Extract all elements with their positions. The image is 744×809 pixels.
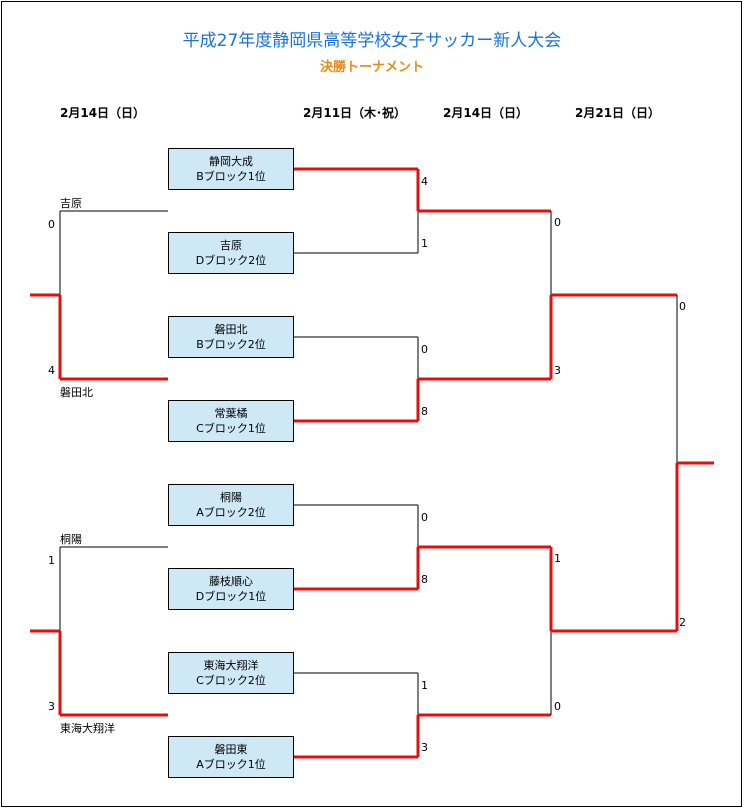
team-box: 常葉橘 Cブロック1位 <box>168 400 294 442</box>
team-seed: Bブロック1位 <box>196 170 266 183</box>
date-playoff: 2月14日（日） <box>60 106 146 120</box>
team-name: 磐田北 <box>214 323 248 336</box>
page-title: 平成27年度静岡県高等学校女子サッカー新人大会 <box>182 31 562 51</box>
score-label: 1 <box>554 552 561 565</box>
team-seed: Cブロック1位 <box>196 422 266 435</box>
page-subtitle: 決勝トーナメント <box>319 60 424 75</box>
team-box: 藤枝順心 Dブロック1位 <box>168 568 294 610</box>
score-label: 8 <box>421 573 428 586</box>
score-label: 4 <box>421 175 428 188</box>
team-box: 東海大翔洋 Cブロック2位 <box>168 652 294 694</box>
playoff-team-label: 東海大翔洋 <box>60 722 115 735</box>
score-label: 0 <box>421 343 428 356</box>
playoff-team-label: 吉原 <box>60 197 82 210</box>
team-box: 静岡大成 Bブロック1位 <box>168 148 294 190</box>
team-name: 藤枝順心 <box>209 575 253 588</box>
playoff-team-label: 桐陽 <box>60 533 82 546</box>
team-name: 常葉橘 <box>214 407 248 420</box>
score-label: 3 <box>48 700 55 713</box>
date-round1: 2月11日（木･祝） <box>303 106 407 120</box>
date-semifinal: 2月14日（日） <box>443 106 529 120</box>
score-label: 3 <box>421 741 428 754</box>
team-name: 吉原 <box>220 239 242 252</box>
team-name: 東海大翔洋 <box>203 659 259 672</box>
score-label: 0 <box>554 700 561 713</box>
team-box: 磐田北 Bブロック2位 <box>168 316 294 358</box>
score-label: 0 <box>48 218 55 231</box>
playoff-team-label: 磐田北 <box>60 386 93 399</box>
score-label: 4 <box>48 364 55 377</box>
score-label: 2 <box>679 616 686 629</box>
team-box: 桐陽 Aブロック2位 <box>168 484 294 526</box>
score-label: 8 <box>421 405 428 418</box>
team-seed: Aブロック2位 <box>196 506 266 519</box>
team-seed: Aブロック1位 <box>196 758 266 771</box>
score-label: 0 <box>421 511 428 524</box>
score-label: 0 <box>554 216 561 229</box>
team-name: 桐陽 <box>220 491 242 504</box>
team-name: 磐田東 <box>214 743 248 756</box>
team-name: 静岡大成 <box>209 155 253 168</box>
team-seed: Dブロック1位 <box>195 590 267 603</box>
team-box: 吉原 Dブロック2位 <box>168 232 294 274</box>
score-label: 1 <box>48 554 55 567</box>
score-label: 1 <box>421 679 428 692</box>
team-seed: Bブロック2位 <box>196 338 266 351</box>
date-final: 2月21日（日） <box>575 106 661 120</box>
team-seed: Dブロック2位 <box>195 254 267 267</box>
team-seed: Cブロック2位 <box>196 674 266 687</box>
score-label: 3 <box>554 364 561 377</box>
score-label: 0 <box>679 300 686 313</box>
score-label: 1 <box>421 237 428 250</box>
team-box: 磐田東 Aブロック1位 <box>168 736 294 778</box>
